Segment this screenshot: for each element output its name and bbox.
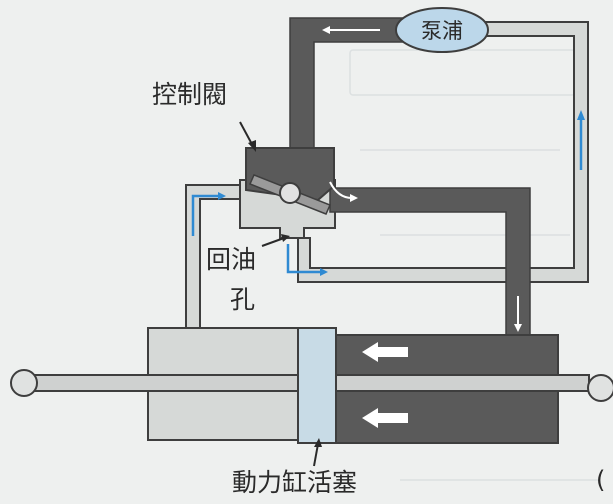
flow-arrow-down-head (514, 324, 522, 332)
flow-arrow-return-head (320, 268, 328, 276)
flow-arrow-valve-head (350, 194, 358, 202)
rod-end-right (587, 374, 613, 402)
piston-label: 動力缸活塞 (232, 468, 357, 497)
flow-arrow-return-icon (286, 244, 322, 274)
control-valve-pointer-head (248, 140, 256, 152)
force-arrow-lower-icon (362, 408, 408, 428)
flow-arrow-top-head (322, 26, 330, 34)
return-line-right (297, 21, 589, 283)
pressure-line-valve-to-cylinder (329, 187, 531, 341)
corner-paren: ( (596, 466, 605, 494)
piston-pointer (313, 443, 319, 467)
rod-end-left (10, 369, 38, 397)
pump-label: 泵浦 (421, 19, 463, 43)
pump: 泵浦 (395, 7, 489, 53)
flow-arrow-left-head (218, 192, 226, 200)
flow-arrow-left-icon (191, 194, 220, 236)
flow-arrow-valve-icon (329, 181, 353, 199)
return-hole-pointer (261, 237, 285, 247)
return-hole-pointer-head (281, 234, 290, 242)
return-hole-label-line2: 孔 (230, 285, 255, 314)
flow-arrow-right-head (577, 110, 585, 120)
control-valve-label: 控制閥 (152, 80, 227, 109)
valve-pivot (279, 182, 301, 204)
return-hole-label-line1: 回油 (206, 245, 256, 274)
piston-pointer-head (314, 438, 322, 447)
pressure-line-pump-to-valve (289, 17, 406, 151)
piston (297, 327, 337, 444)
force-arrow-upper-icon (362, 342, 408, 362)
flow-arrows (191, 26, 585, 332)
